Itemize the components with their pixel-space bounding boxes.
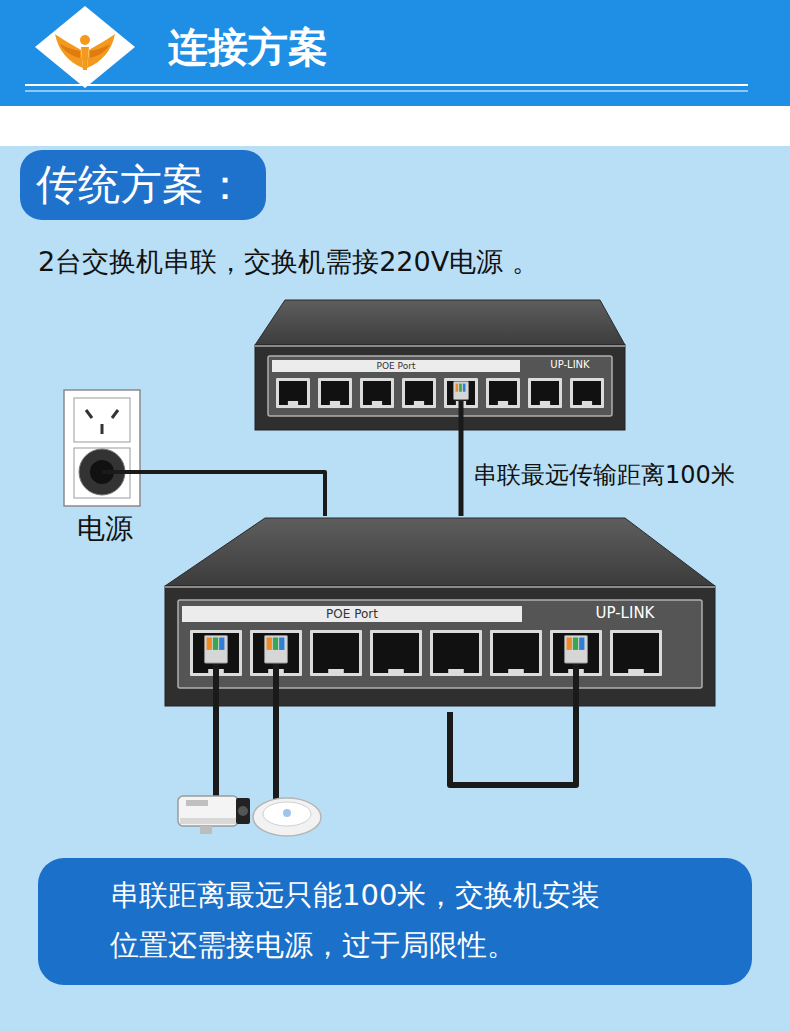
outlet-label: 电源 <box>62 512 148 546</box>
header-gap <box>0 106 790 146</box>
device-cables <box>216 712 576 800</box>
intro-text: 2台交换机串联，交换机需接220V电源 。 <box>38 243 539 281</box>
uplink-label: UP-LINK <box>532 357 608 372</box>
note-text: 串联距离最远只能100米，交换机安装位置还需接电源，过于局限性。 <box>110 870 610 970</box>
header-bar <box>0 0 790 106</box>
section-tab: 传统方案： <box>20 150 266 220</box>
page-title: 连接方案 <box>168 20 328 74</box>
poe-switch: POE Port UP-LINK <box>160 516 720 712</box>
poe-switch: POE Port UP-LINK <box>250 298 630 434</box>
power-outlet: 电源 <box>62 388 148 548</box>
logo <box>35 6 135 88</box>
port-label: POE Port <box>272 360 520 372</box>
edge-label: 串联最远传输距离100米 <box>471 460 737 490</box>
cascade-cable <box>459 434 464 516</box>
wireless-ap <box>253 798 321 836</box>
header-rule <box>25 84 748 86</box>
bullet-camera <box>178 796 250 834</box>
page-ground <box>0 146 790 1031</box>
header-rule <box>25 91 748 92</box>
tab-heading: 传统方案： <box>36 156 246 214</box>
uplink-label: UP-LINK <box>558 603 692 623</box>
port-label: POE Port <box>182 606 522 622</box>
note-box: 串联距离最远只能100米，交换机安装位置还需接电源，过于局限性。 <box>38 858 752 985</box>
power-cable <box>148 472 325 516</box>
